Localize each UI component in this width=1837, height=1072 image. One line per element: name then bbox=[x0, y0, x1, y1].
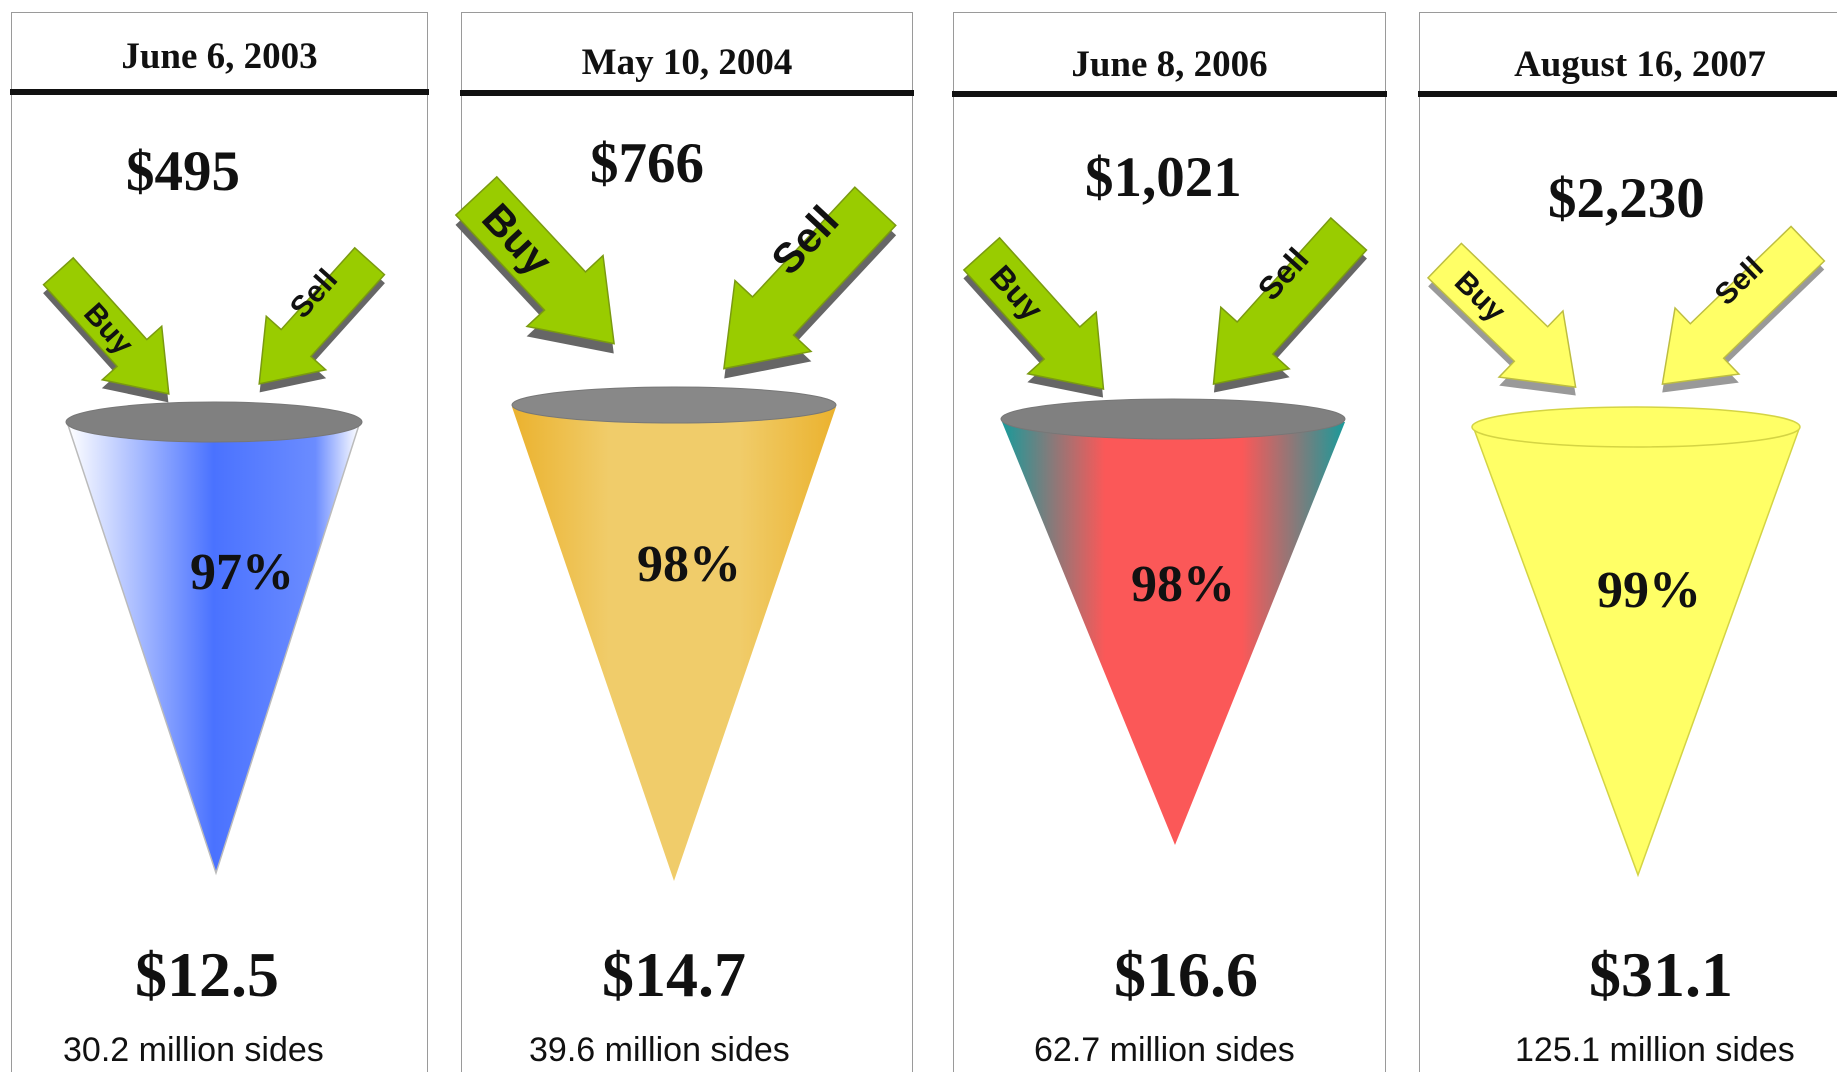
panel-sides: 62.7 million sides bbox=[1034, 1031, 1295, 1069]
date-divider bbox=[1418, 91, 1837, 97]
panel-2003: June 6, 2003 $495 Buy Sell 97% $12.5 30.… bbox=[10, 12, 429, 1072]
panel-sides: 39.6 million sides bbox=[529, 1031, 790, 1069]
date-divider bbox=[952, 91, 1387, 97]
panel-2007: August 16, 2007 $2,230 Buy Sell 99% $31.… bbox=[1418, 12, 1837, 1072]
funnel-graphic: Buy Sell bbox=[454, 175, 897, 881]
date-divider bbox=[10, 89, 429, 95]
panel-date: August 16, 2007 bbox=[1514, 44, 1766, 85]
panel-price: $495 bbox=[126, 140, 240, 203]
panel-2006: June 8, 2006 $1,021 Buy Sell 98% $16.6 6… bbox=[952, 12, 1387, 1072]
sell-arrow: Sell bbox=[723, 186, 897, 379]
panel-amount: $14.7 bbox=[602, 939, 746, 1010]
panel-percent: 99% bbox=[1597, 562, 1701, 619]
sell-arrow: Sell bbox=[1212, 216, 1368, 393]
panel-amount: $12.5 bbox=[135, 939, 279, 1010]
buy-arrow: Buy bbox=[1426, 242, 1577, 396]
funnel-opening bbox=[1471, 406, 1801, 448]
panel-amount: $31.1 bbox=[1589, 939, 1733, 1010]
funnel-cone bbox=[1472, 428, 1801, 878]
panel-amount: $16.6 bbox=[1114, 939, 1258, 1010]
funnel-graphic: Buy Sell bbox=[42, 246, 386, 876]
date-divider bbox=[460, 90, 914, 96]
panel-percent: 98% bbox=[637, 536, 741, 593]
panel-date: June 6, 2003 bbox=[121, 36, 318, 77]
funnel-cone bbox=[66, 424, 361, 876]
panel-price: $766 bbox=[590, 132, 704, 195]
panel-percent: 97% bbox=[190, 544, 294, 601]
funnel-opening bbox=[1000, 398, 1346, 440]
funnel-cone bbox=[1002, 422, 1345, 845]
sell-arrow: Sell bbox=[1661, 225, 1826, 393]
funnel-graphic: Buy Sell bbox=[962, 216, 1368, 845]
panel-date: May 10, 2004 bbox=[581, 42, 793, 83]
panel-date: June 8, 2006 bbox=[1071, 44, 1268, 85]
funnel-opening bbox=[511, 386, 837, 424]
funnel-opening bbox=[65, 401, 363, 443]
buy-arrow: Buy bbox=[42, 256, 170, 403]
panel-sides: 30.2 million sides bbox=[63, 1031, 324, 1069]
panel-percent: 98% bbox=[1131, 556, 1235, 613]
buy-arrow: Buy bbox=[454, 175, 615, 354]
panel-price: $1,021 bbox=[1085, 146, 1242, 209]
buy-arrow: Buy bbox=[962, 236, 1105, 398]
panel-price: $2,230 bbox=[1548, 167, 1705, 230]
funnel-cone bbox=[512, 407, 836, 881]
sell-arrow: Sell bbox=[258, 246, 386, 393]
panel-2004: May 10, 2004 $766 Buy Sell 98% $14.7 39.… bbox=[454, 12, 914, 1072]
panel-sides: 125.1 million sides bbox=[1515, 1031, 1795, 1069]
funnel-graphic: Buy Sell bbox=[1426, 225, 1826, 878]
